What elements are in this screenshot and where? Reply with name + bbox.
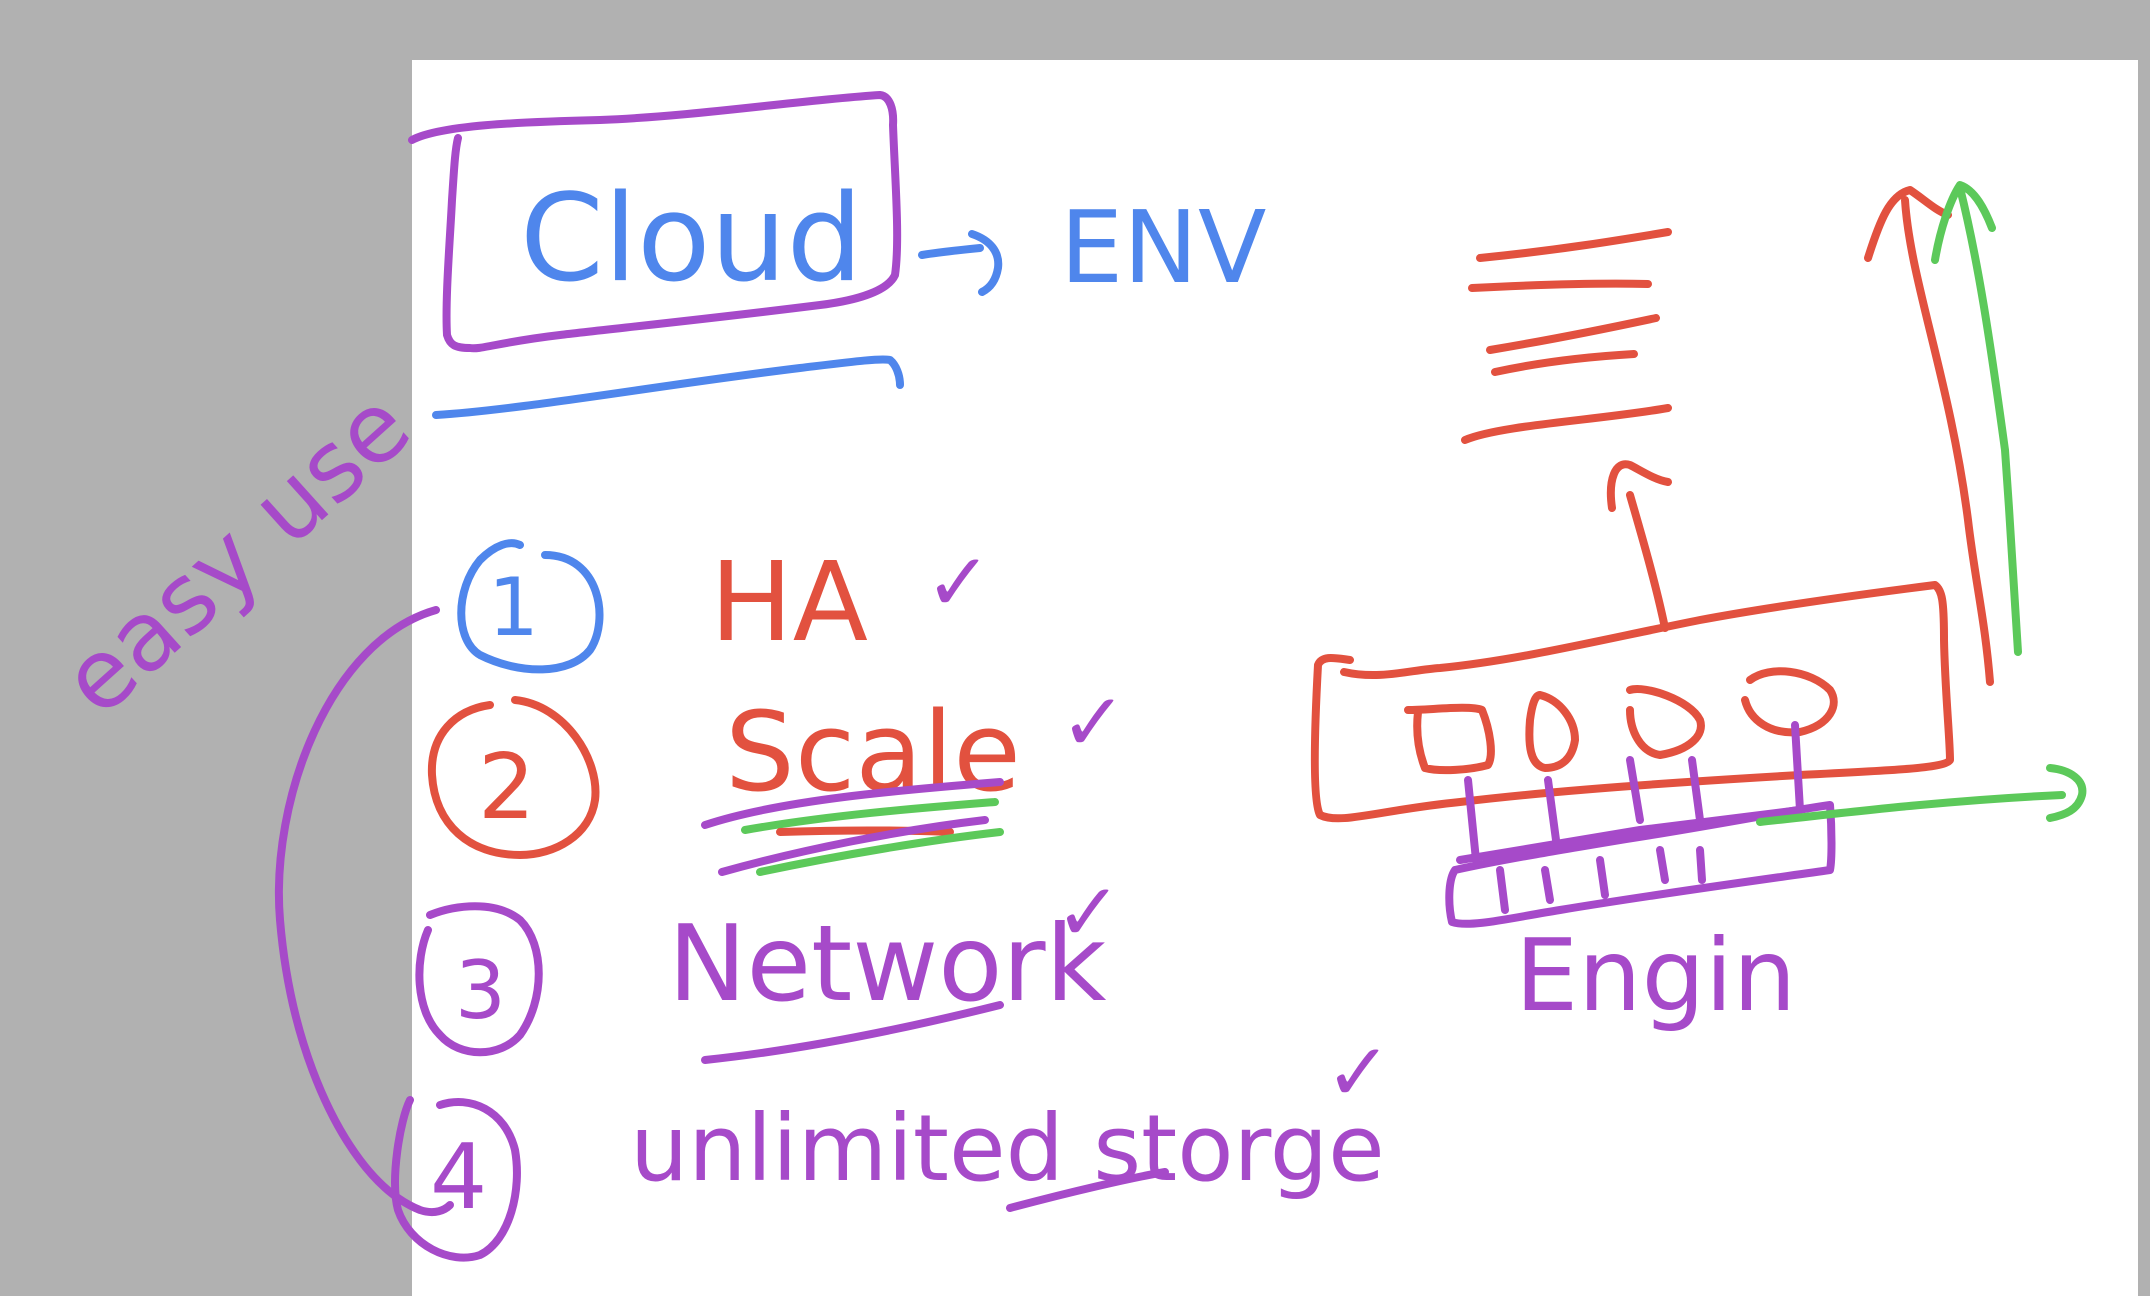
step-4-check: ✓ xyxy=(1325,1026,1392,1119)
stack-line-2 xyxy=(1468,279,1652,292)
cloud-arrow xyxy=(918,230,1003,296)
green-right-arrow xyxy=(1756,764,2087,826)
step-4-text: unlimited storge xyxy=(630,1095,1385,1202)
env-label: ENV xyxy=(1060,189,1266,306)
scale-strike-red xyxy=(776,826,954,836)
step-3-text: Network xyxy=(668,903,1107,1025)
step-3-number: 3 xyxy=(455,944,506,1037)
red-tall-arrow xyxy=(1864,186,1994,686)
step-2-number: 2 xyxy=(478,735,535,840)
engine-box xyxy=(1310,581,1954,823)
storage-underline xyxy=(1006,1168,1169,1212)
stack-line-5 xyxy=(1461,404,1672,444)
cloud-label: Cloud xyxy=(520,170,863,309)
scale-strike-purple-2 xyxy=(718,816,989,876)
engine-legs xyxy=(1464,721,1804,914)
container-4 xyxy=(1741,667,1838,737)
network-underline xyxy=(701,1001,1004,1064)
step-3-check: ✓ xyxy=(1055,866,1122,959)
connector-arc xyxy=(275,606,454,1217)
red-up-arrow xyxy=(1606,460,1672,632)
stack-line-4 xyxy=(1491,350,1638,376)
step-1-circle xyxy=(457,539,604,674)
step-1-check: ✓ xyxy=(925,536,992,629)
scale-strike-green-2 xyxy=(756,828,1004,876)
step-1-number: 1 xyxy=(488,561,539,654)
container-3 xyxy=(1626,685,1705,759)
step-2-check: ✓ xyxy=(1060,676,1127,769)
drawing-canvas xyxy=(412,60,2138,1296)
engine-base xyxy=(1445,801,1836,928)
easy-use-label: easy use xyxy=(40,369,431,737)
engine-label: Engin xyxy=(1515,917,1796,1034)
stack-line-3 xyxy=(1486,314,1660,354)
step-4-number: 4 xyxy=(430,1125,487,1230)
container-1 xyxy=(1404,703,1495,775)
scale-strike-green-1 xyxy=(741,798,999,834)
scale-strike-purple-1 xyxy=(701,778,1004,829)
step-1-text: HA xyxy=(710,538,868,666)
container-2 xyxy=(1525,691,1579,772)
step-2-circle xyxy=(427,696,600,859)
cloud-underline xyxy=(432,355,904,419)
engine-base-wave xyxy=(1456,806,1804,864)
stack-line-1 xyxy=(1476,228,1672,262)
cloud-box xyxy=(408,91,902,353)
step-3-circle xyxy=(415,902,543,1057)
step-4-circle xyxy=(391,1096,521,1262)
green-tall-arrow xyxy=(1931,181,2022,656)
